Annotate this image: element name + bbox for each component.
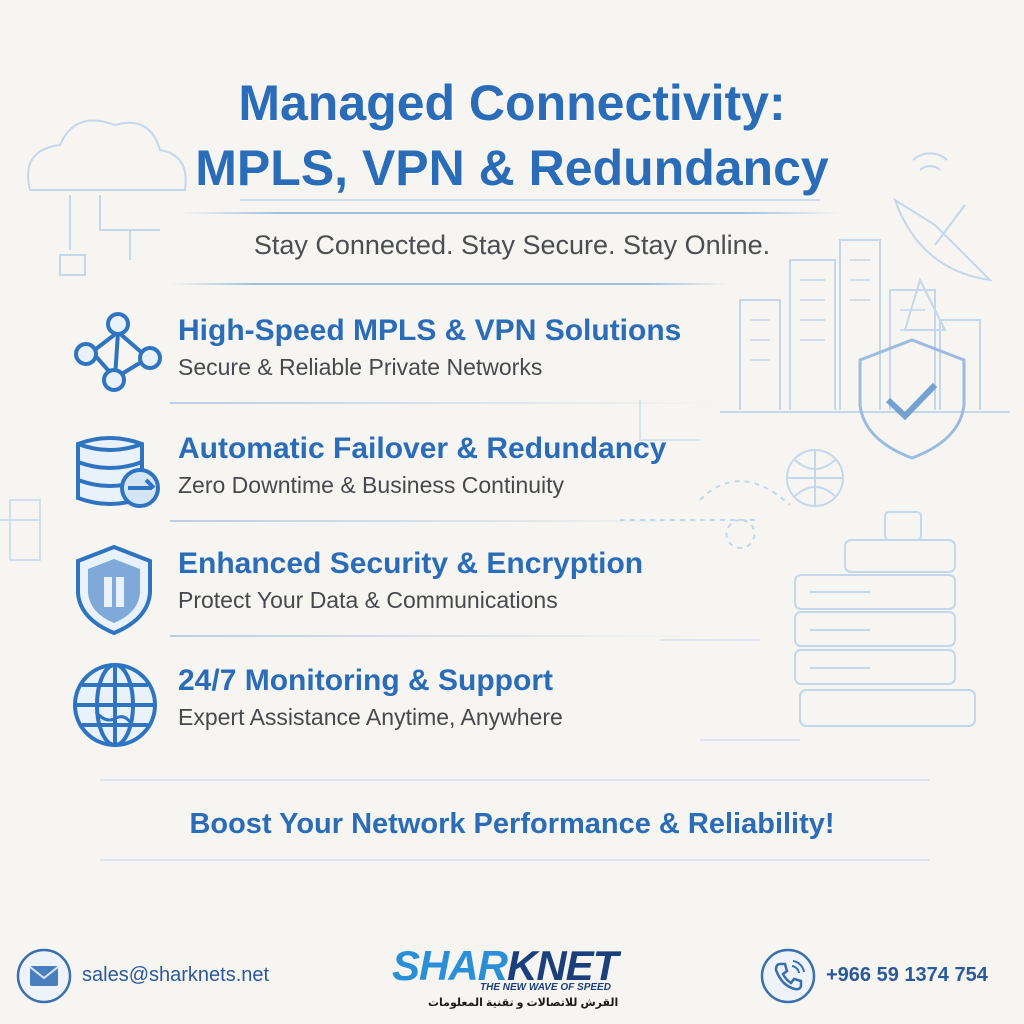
page-title-line-1: Managed Connectivity: (238, 75, 786, 131)
feature-heading: 24/7 Monitoring & Support (178, 664, 553, 697)
tagline-divider (170, 283, 730, 285)
feature-security: Enhanced Security & Encryption Protect Y… (70, 543, 720, 643)
footer-email[interactable]: sales@sharknets.net (16, 948, 316, 1008)
feature-heading: Automatic Failover & Redundancy (178, 432, 667, 465)
globe-icon (73, 663, 157, 747)
email-link[interactable]: sales@sharknets.net (82, 964, 270, 986)
phone-number[interactable]: +966 59 1374 754 (826, 964, 988, 986)
feature-mpls-vpn: High-Speed MPLS & VPN Solutions Secure &… (70, 310, 720, 410)
feature-subtext: Secure & Reliable Private Networks (178, 354, 543, 380)
envelope-icon (16, 948, 72, 1004)
feature-subtext: Expert Assistance Anytime, Anywhere (178, 704, 563, 730)
call-to-action: Boost Your Network Performance & Reliabi… (189, 808, 835, 840)
feature-subtext: Zero Downtime & Business Continuity (178, 472, 565, 498)
title-divider (180, 212, 840, 214)
feature-failover: Automatic Failover & Redundancy Zero Dow… (70, 428, 720, 528)
feature-subtext: Protect Your Data & Communications (178, 587, 558, 613)
logo-wordmark: SHARKNET (392, 942, 618, 989)
shield-icon (76, 544, 152, 636)
tagline: Stay Connected. Stay Secure. Stay Online… (253, 230, 771, 260)
network-nodes-icon (74, 312, 162, 392)
logo-tagline: THE NEW WAVE OF SPEED (480, 982, 611, 993)
sharknet-logo: SHARKNET THE NEW WAVE OF SPEED القرش للا… (388, 942, 638, 1012)
feature-monitoring: 24/7 Monitoring & Support Expert Assista… (70, 660, 720, 760)
footer-phone[interactable]: +966 59 1374 754 (760, 948, 1010, 1008)
feature-heading: High-Speed MPLS & VPN Solutions (178, 314, 682, 347)
page-title-line-2: MPLS, VPN & Redundancy (195, 140, 829, 196)
feature-divider (170, 520, 720, 522)
feature-heading: Enhanced Security & Encryption (178, 547, 644, 580)
feature-divider (170, 635, 720, 637)
feature-divider (170, 402, 720, 404)
logo-arabic-name: القرش للاتصالات و تقنية المعلومات (428, 997, 619, 1009)
database-failover-icon (76, 436, 160, 508)
phone-icon (760, 948, 816, 1004)
